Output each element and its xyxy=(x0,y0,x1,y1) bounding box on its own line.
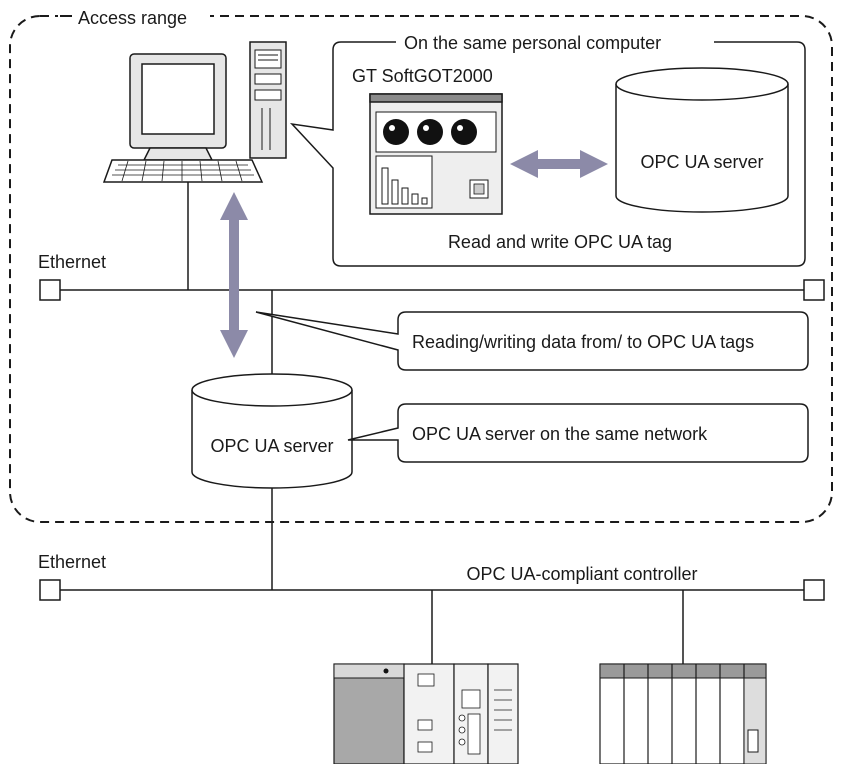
plc-controller-2-icon xyxy=(599,663,767,764)
pc-internal-arrow xyxy=(510,150,608,178)
opc-server-pc-cylinder xyxy=(615,67,789,213)
ethernet-bottom-terminator-right xyxy=(803,579,825,601)
opc-server-net-label: OPC UA server xyxy=(210,436,333,456)
ethernet-bottom-terminator-left xyxy=(39,579,61,601)
server-callout xyxy=(347,403,809,463)
opc-server-net-cylinder xyxy=(191,373,353,489)
ethernet-bottom-label: Ethernet xyxy=(38,552,106,572)
opc-server-pc-label: OPC UA server xyxy=(640,152,763,172)
personal-computer-icon xyxy=(102,41,287,183)
server-callout-label: OPC UA server on the same network xyxy=(412,424,708,444)
same-pc-label: On the same personal computer xyxy=(404,33,661,53)
access-range-label-bg xyxy=(58,4,210,30)
ethernet-top-terminator-right xyxy=(803,279,825,301)
got-panel-icon xyxy=(369,93,503,215)
same-pc-label-bg xyxy=(396,31,714,53)
plc-controller-1-icon xyxy=(333,663,519,764)
ethernet-top-label: Ethernet xyxy=(38,252,106,272)
gt-softgot-label: GT SoftGOT2000 xyxy=(352,66,493,86)
controller-label: OPC UA-compliant controller xyxy=(466,564,697,584)
access-range-label: Access range xyxy=(78,8,187,28)
access-range-boundary xyxy=(9,15,833,523)
rw-callout xyxy=(255,311,809,371)
ethernet-top-terminator-left xyxy=(39,279,61,301)
network-rw-arrow xyxy=(220,192,248,358)
rw-callout-label: Reading/writing data from/ to OPC UA tag… xyxy=(412,332,754,352)
read-write-tag-label: Read and write OPC UA tag xyxy=(448,232,672,252)
